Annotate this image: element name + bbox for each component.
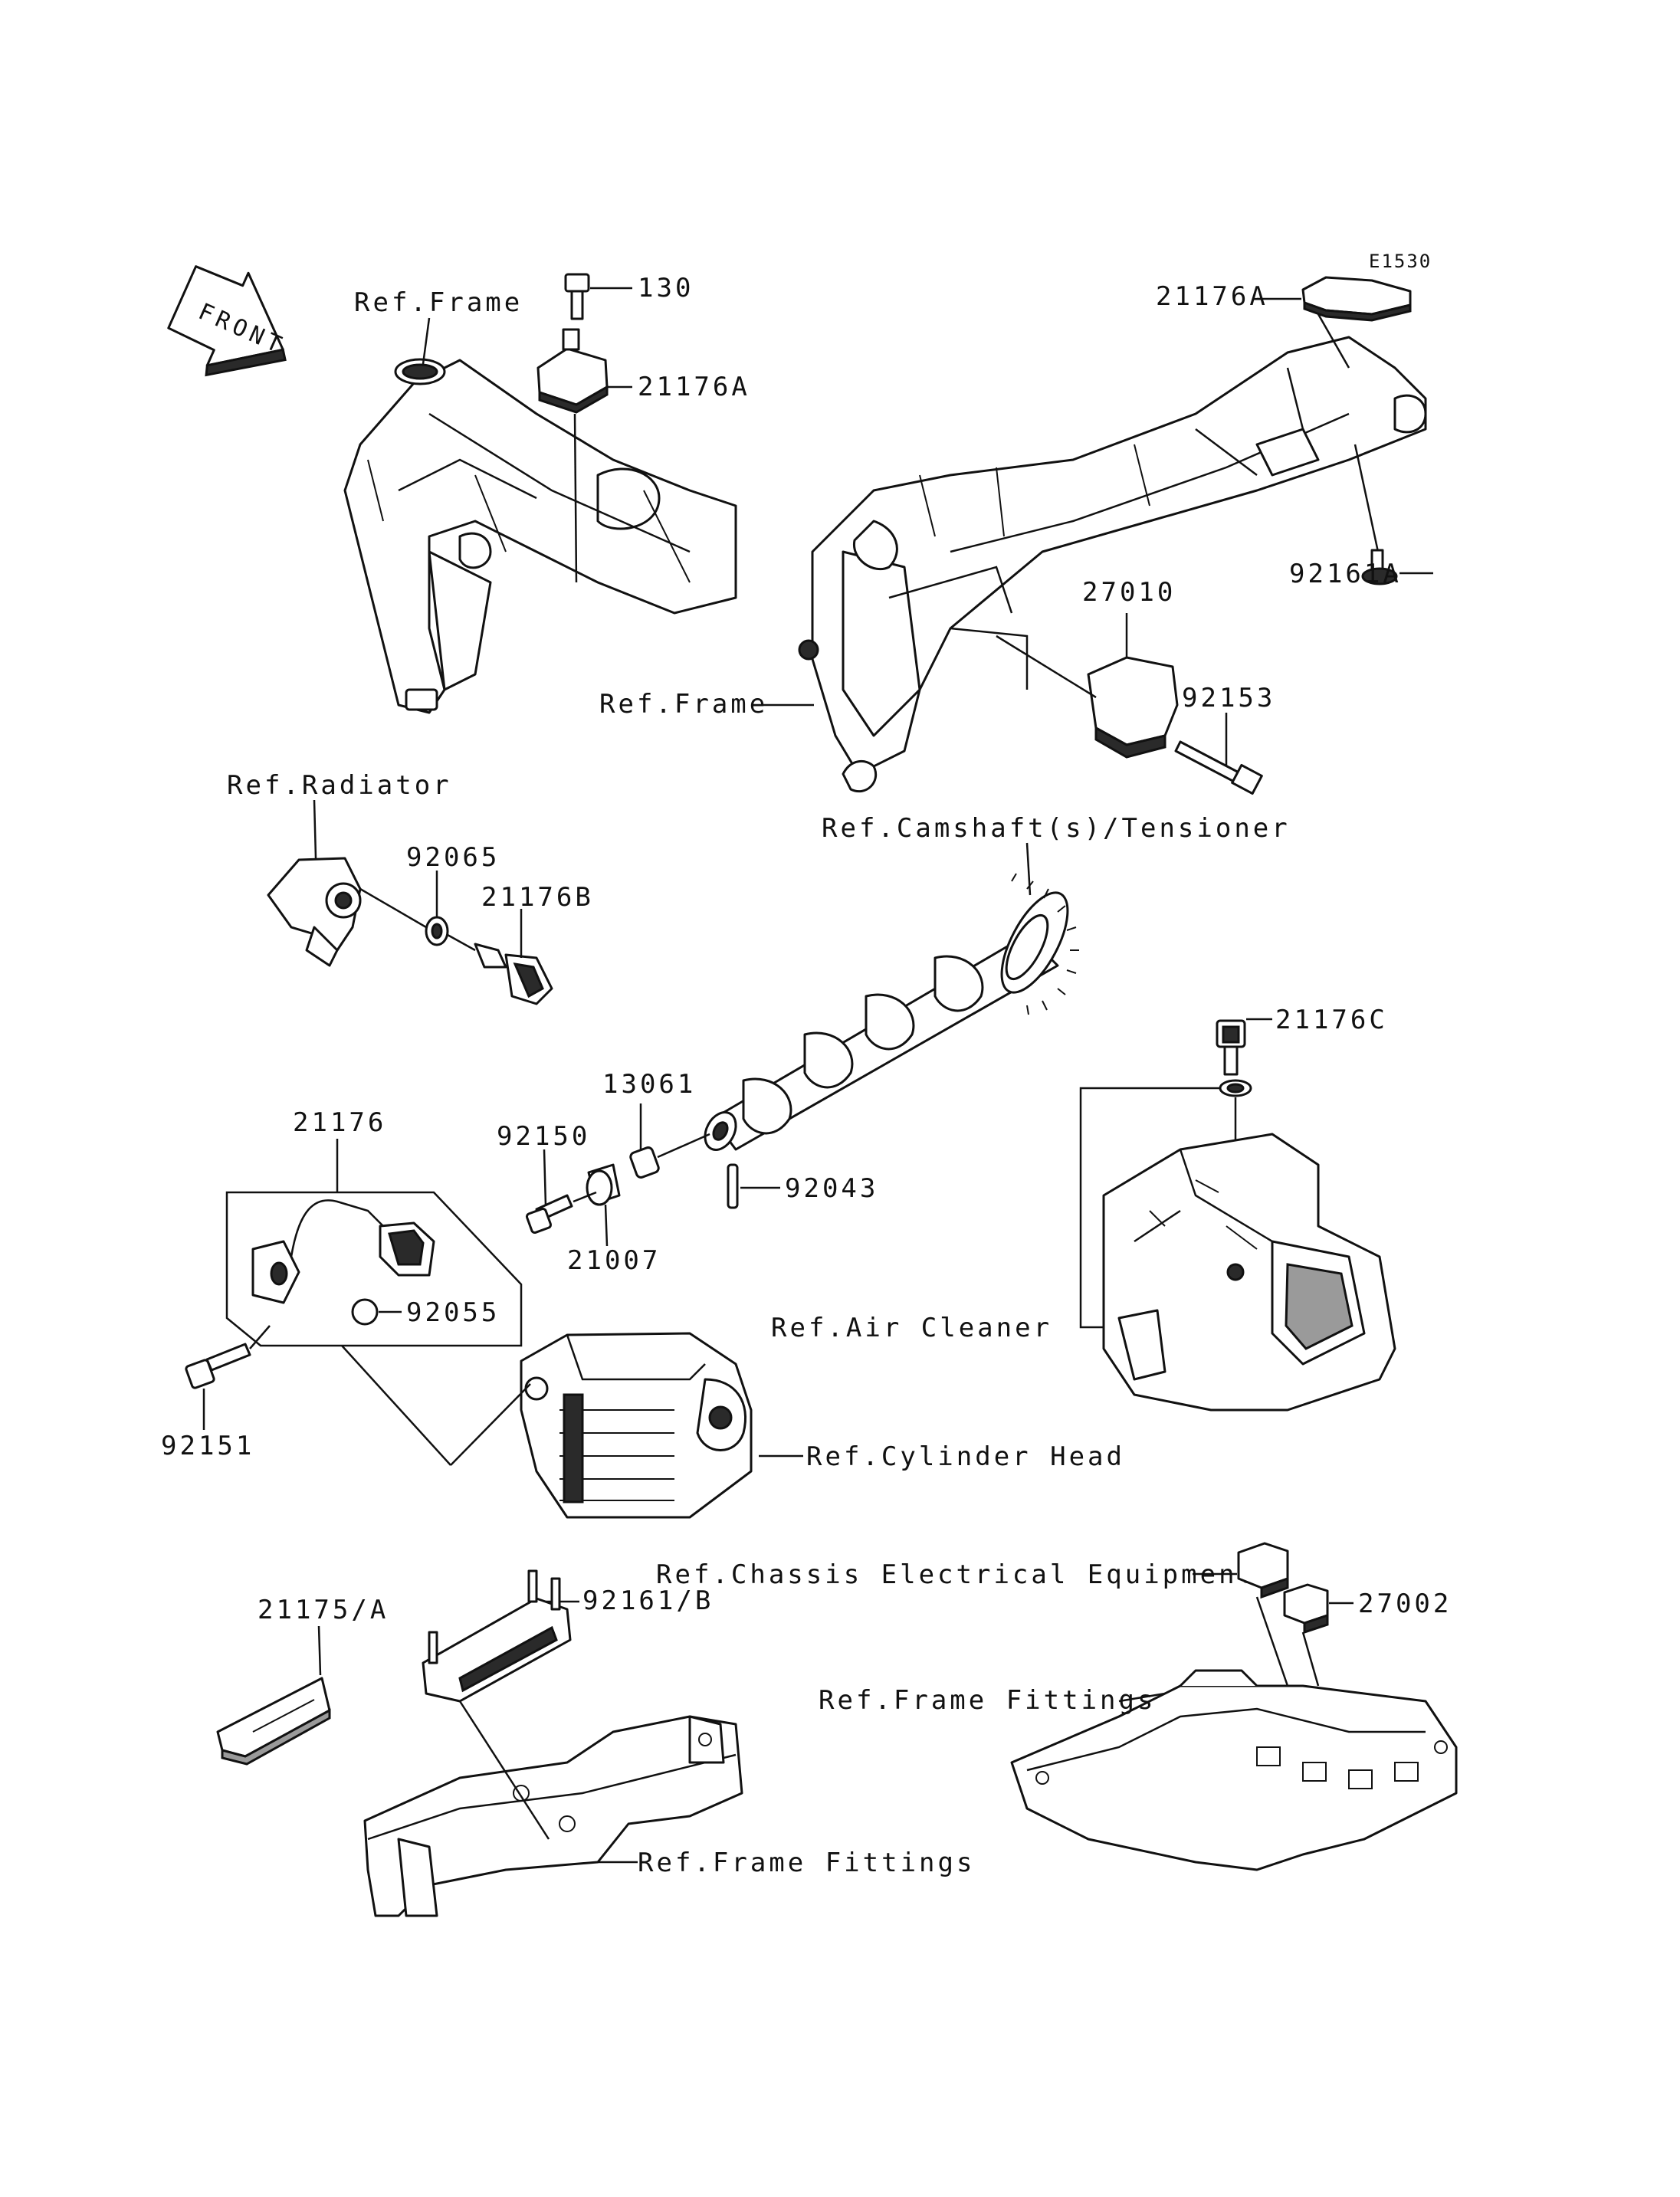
ref-frame-fittings-right-label: Ref.Frame Fittings (819, 1685, 1156, 1716)
label-130: 130 (638, 273, 694, 303)
bolt-92153: 92153 (1174, 683, 1275, 795)
ref-frame-fittings-bottom-label: Ref.Frame Fittings (638, 1848, 975, 1878)
label-92161a: 92161A (1289, 559, 1402, 589)
label-21175a: 21175/A (258, 1595, 389, 1625)
camshaft-illustration (704, 873, 1079, 1151)
part-13061: 13061 (602, 1069, 710, 1179)
bolt-92161a: 92161A (1289, 444, 1433, 589)
ref-air-cleaner-label: Ref.Air Cleaner (771, 1313, 1052, 1343)
frame-fittings-right-illustration (1010, 1669, 1458, 1871)
bolt-92150: 92150 (497, 1121, 590, 1235)
label-21176c: 21176C (1275, 1005, 1388, 1035)
part-21007: 21007 (567, 1163, 661, 1276)
label-92043: 92043 (785, 1173, 878, 1204)
ref-chassis-electrical-label: Ref.Chassis Electrical Equipment (656, 1559, 1256, 1590)
grommet-air-cleaner (1219, 1079, 1252, 1097)
relay-27002: 27002 (1283, 1583, 1452, 1635)
label-27010: 27010 (1082, 577, 1176, 608)
ref-cylinder-head-label: Ref.Cylinder Head (806, 1441, 1125, 1472)
air-cleaner-illustration (1102, 1133, 1396, 1412)
part-27010: 27010 (996, 577, 1179, 759)
oring-92055: 92055 (351, 1297, 500, 1328)
label-21176b: 21176B (481, 882, 594, 913)
label-27002: 27002 (1358, 1589, 1452, 1619)
sensor-21176b: 21176B (474, 882, 594, 1005)
label-92153: 92153 (1182, 683, 1275, 713)
ref-radiator-label: Ref.Radiator (227, 770, 452, 801)
pin-92043: 92043 (727, 1163, 878, 1209)
part-21175a (216, 1677, 331, 1766)
bolt-92151: 92151 (161, 1325, 271, 1461)
label-21007: 21007 (567, 1245, 661, 1276)
washer-92065: 92065 (406, 842, 500, 946)
frame-center-illustration (798, 336, 1427, 793)
label-92151: 92151 (161, 1431, 254, 1461)
radiator-housing-illustration (267, 857, 362, 967)
label-92055: 92055 (406, 1297, 500, 1328)
label-13061: 13061 (602, 1069, 696, 1100)
part-92161b (422, 1569, 572, 1703)
ref-frame-center-label: Ref.Frame (599, 689, 768, 720)
front-arrow-icon: FRONT (167, 265, 290, 377)
diagram-code: E1530 (1369, 251, 1432, 272)
frame-left-illustration (343, 358, 737, 714)
ref-camshaft-label: Ref.Camshaft(s)/Tensioner (822, 813, 1291, 844)
label-21176: 21176 (293, 1107, 386, 1138)
label-21176a-right: 21176A (1156, 281, 1268, 312)
relay-chassis-electrical (1237, 1542, 1289, 1599)
cylinder-head-illustration (520, 1332, 753, 1519)
sensor-21176 (251, 1199, 435, 1304)
sensor-21176c: 21176C (1216, 1005, 1388, 1076)
sensor-21176a-right: 21176A (1156, 276, 1412, 369)
label-92161b: 92161/B (582, 1585, 714, 1616)
ref-frame-left-label: Ref.Frame (354, 287, 523, 318)
sensor-21176a-left: 21176A (536, 328, 750, 414)
label-92065: 92065 (406, 842, 500, 873)
kit-21176-box (225, 1191, 523, 1347)
bolt-130: 130 (564, 273, 694, 320)
frame-fittings-bottom-illustration (363, 1715, 743, 1917)
label-21176a-top: 21176A (638, 372, 750, 402)
label-92150: 92150 (497, 1121, 590, 1152)
